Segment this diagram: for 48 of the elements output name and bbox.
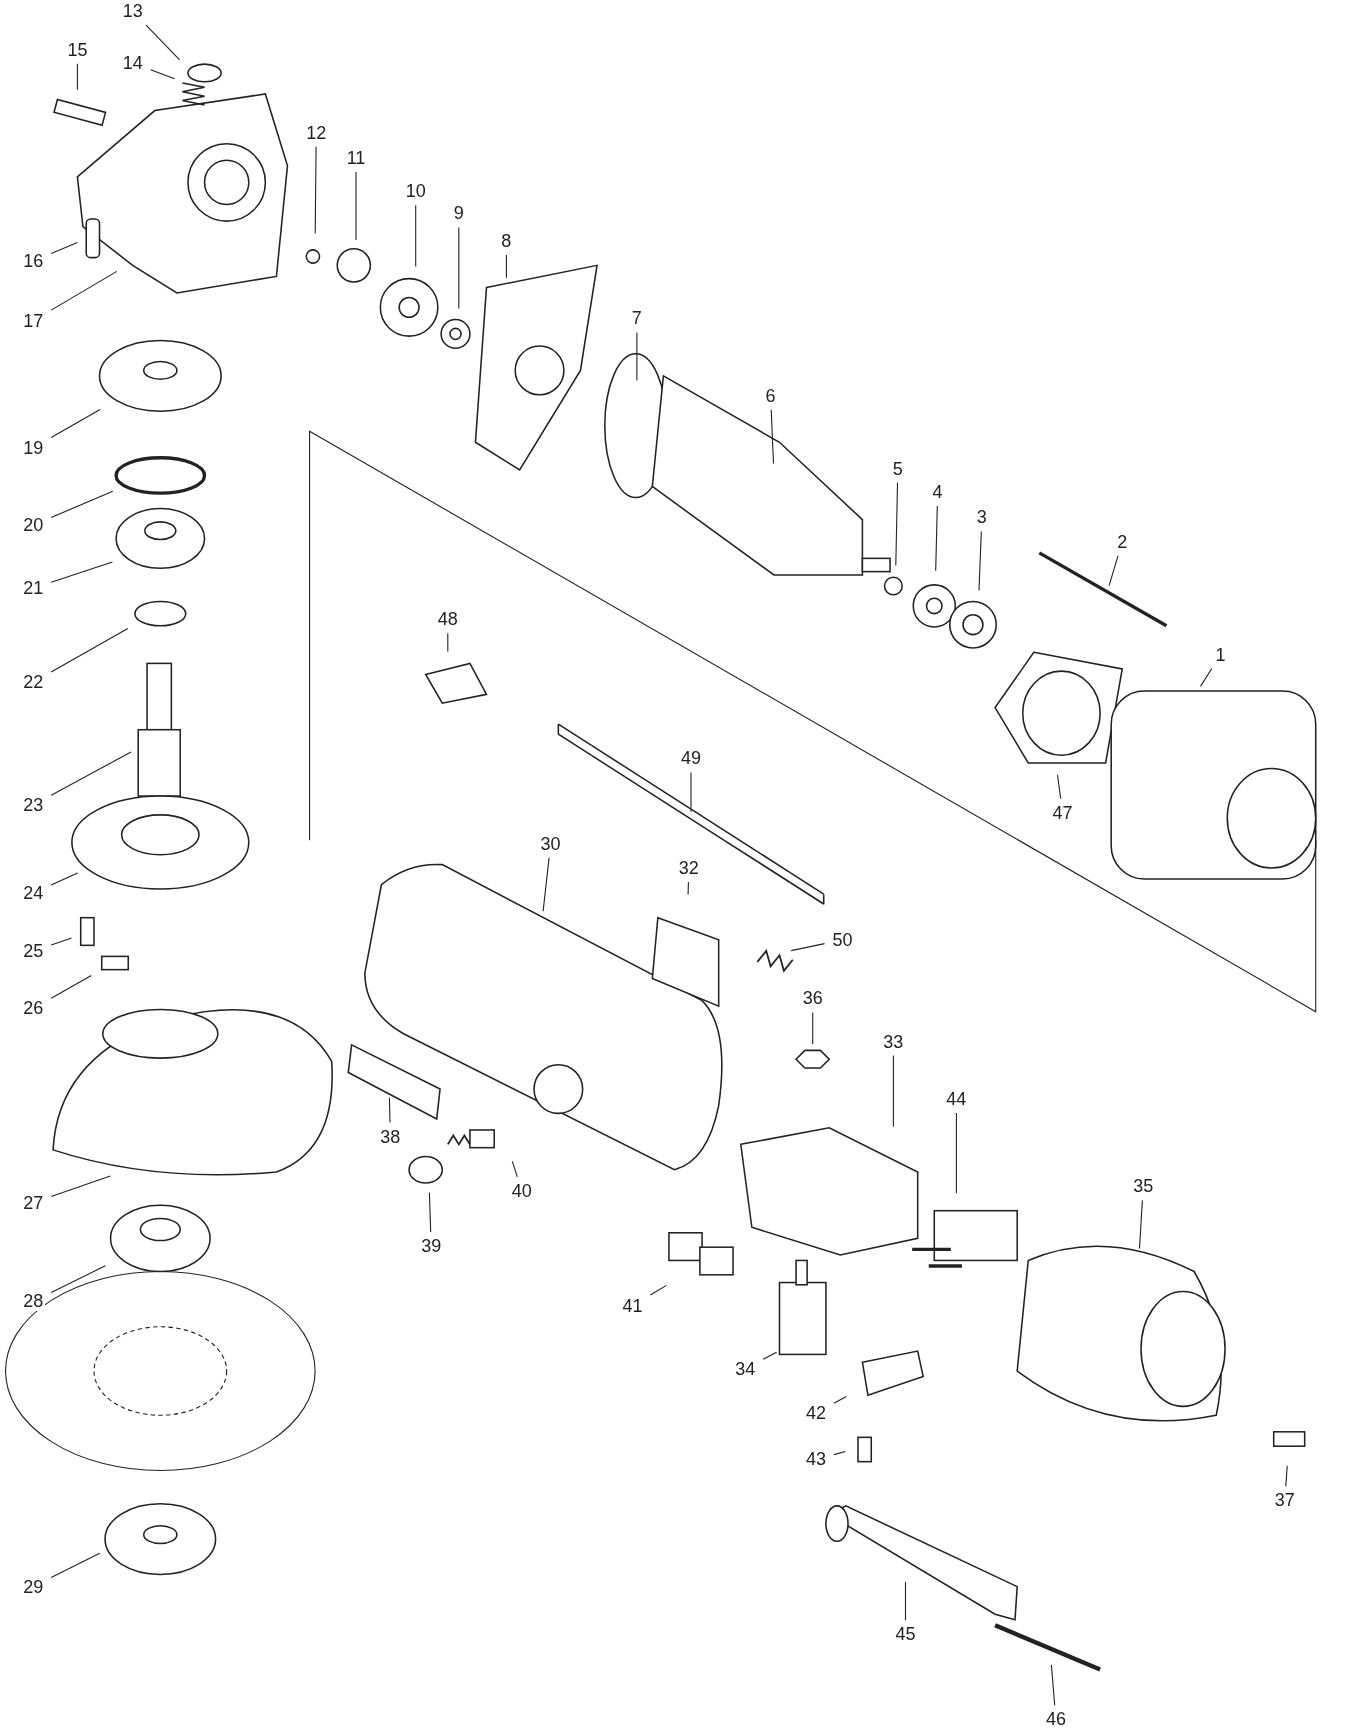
leader-line — [50, 872, 79, 886]
leader-line — [1108, 555, 1119, 587]
leader-line — [1285, 1465, 1288, 1487]
leader-line — [50, 1265, 106, 1294]
leader-line — [955, 1112, 957, 1194]
leader-line — [50, 937, 73, 946]
leader-line — [1050, 1664, 1056, 1706]
leader-line — [1199, 667, 1213, 687]
leader-line — [812, 1011, 814, 1045]
leader-line — [1138, 1199, 1143, 1250]
leader-line — [649, 1284, 667, 1296]
leader-line — [388, 1097, 391, 1124]
leader-line — [833, 1396, 847, 1404]
leader-line — [687, 881, 689, 896]
leader-line — [511, 1160, 518, 1178]
callout-number: 28 — [21, 1291, 46, 1312]
leader-line — [790, 943, 826, 952]
leader-line — [904, 1581, 907, 1621]
leader-line — [50, 975, 92, 999]
leader-line — [50, 561, 113, 583]
leader-line — [447, 632, 449, 652]
leader-line — [892, 1054, 894, 1128]
leader-line — [770, 409, 775, 464]
leader-line — [50, 627, 129, 673]
leader-line — [935, 505, 938, 572]
leader-line — [50, 241, 78, 254]
leader-line — [50, 1552, 101, 1579]
leader-line — [150, 69, 176, 80]
leader-line — [458, 226, 460, 310]
leader-line — [50, 1175, 111, 1198]
leader-line — [978, 530, 982, 592]
leader-line — [762, 1351, 778, 1360]
leader-line — [145, 24, 181, 61]
leader-line — [505, 254, 507, 279]
leader-line — [1056, 774, 1062, 800]
leader-line — [50, 270, 118, 311]
leader-line — [50, 408, 101, 439]
leader-line — [690, 771, 692, 813]
leader-line — [314, 146, 317, 235]
leader-line — [542, 857, 550, 912]
leader-line — [76, 63, 78, 91]
leader-line — [895, 482, 899, 566]
leader-line — [50, 490, 114, 519]
leader-line — [428, 1192, 432, 1233]
leader-line — [415, 204, 417, 268]
leader-line — [833, 1450, 846, 1456]
leader-line — [50, 751, 132, 796]
leader-line — [355, 171, 357, 241]
